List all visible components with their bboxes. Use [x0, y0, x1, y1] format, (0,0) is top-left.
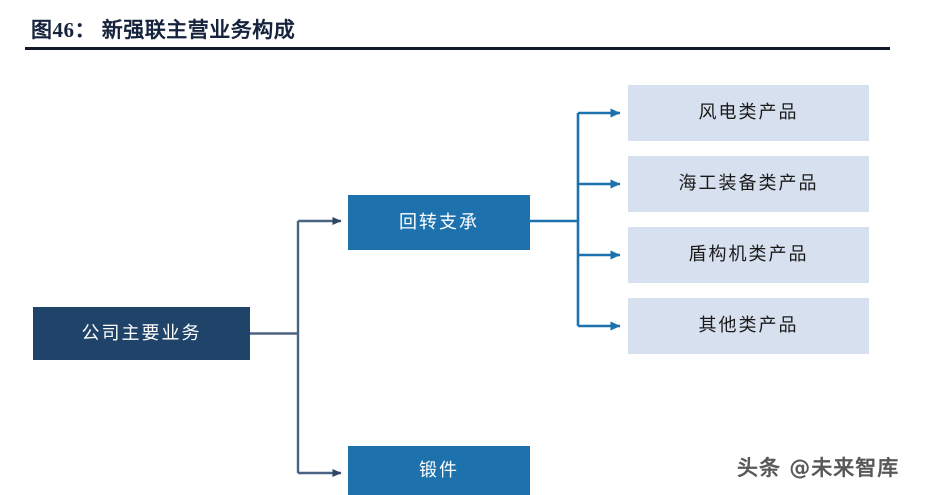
- node-shield-machine-products: 盾构机类产品: [628, 227, 869, 283]
- connector-root-branch: [250, 217, 342, 477]
- node-forgings: 锻件: [348, 446, 530, 495]
- node-slewing-bearing: 回转支承: [348, 195, 530, 250]
- node-other-products: 其他类产品: [628, 298, 869, 354]
- node-root-main-business: 公司主要业务: [33, 307, 250, 360]
- node-offshore-equipment-products: 海工装备类产品: [628, 156, 869, 212]
- node-wind-power-products: 风电类产品: [628, 85, 869, 141]
- watermark-text: 头条 @未来智库: [737, 456, 900, 480]
- connector-slewing-branch: [530, 108, 621, 331]
- page-title: 图46： 新强联主营业务构成: [31, 18, 296, 42]
- title-divider: [25, 47, 890, 50]
